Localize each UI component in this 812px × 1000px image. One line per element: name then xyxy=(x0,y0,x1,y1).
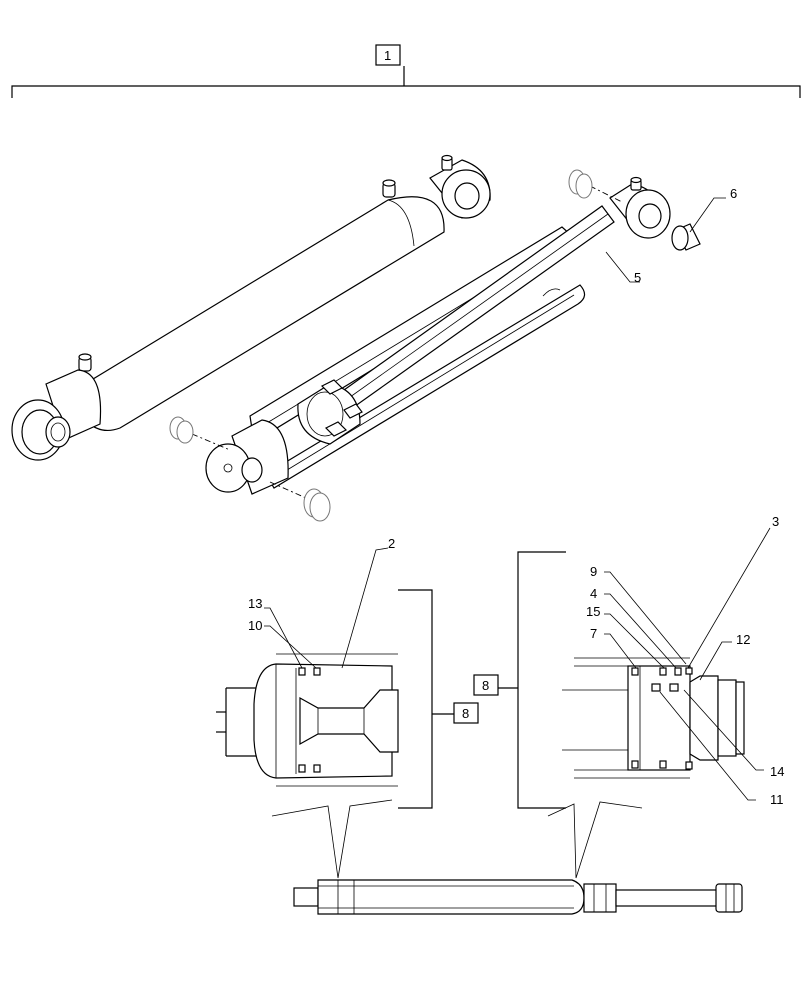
callout-5: 5 xyxy=(634,270,641,285)
assembled-cylinder xyxy=(11,154,491,461)
callout-10: 10 xyxy=(248,618,262,633)
cutaway-cylinder xyxy=(205,176,701,495)
callout-9: 9 xyxy=(590,564,597,579)
gland-section-detail: 8 9 4 15 7 3 12 xyxy=(473,514,784,809)
ghost-bushings xyxy=(169,169,623,522)
piston-section-detail: 8 13 10 2 xyxy=(216,536,479,809)
callout-12: 12 xyxy=(736,632,750,647)
callout-4: 4 xyxy=(590,586,597,601)
callout-15: 15 xyxy=(586,604,600,619)
callout-2: 2 xyxy=(388,536,395,551)
callout-8-piston: 8 xyxy=(462,706,469,721)
callout-7: 7 xyxy=(590,626,597,641)
callout-8-gland: 8 xyxy=(482,678,489,693)
upper-callouts: 5 6 xyxy=(605,186,737,285)
overview-cylinder xyxy=(271,799,743,915)
callout-11: 11 xyxy=(770,792,784,807)
callout-6: 6 xyxy=(730,186,737,201)
callout-1: 1 xyxy=(384,48,391,63)
assembly-bracket: 1 xyxy=(11,44,801,98)
callout-14: 14 xyxy=(770,764,784,779)
callout-13: 13 xyxy=(248,596,262,611)
callout-3: 3 xyxy=(772,514,779,529)
